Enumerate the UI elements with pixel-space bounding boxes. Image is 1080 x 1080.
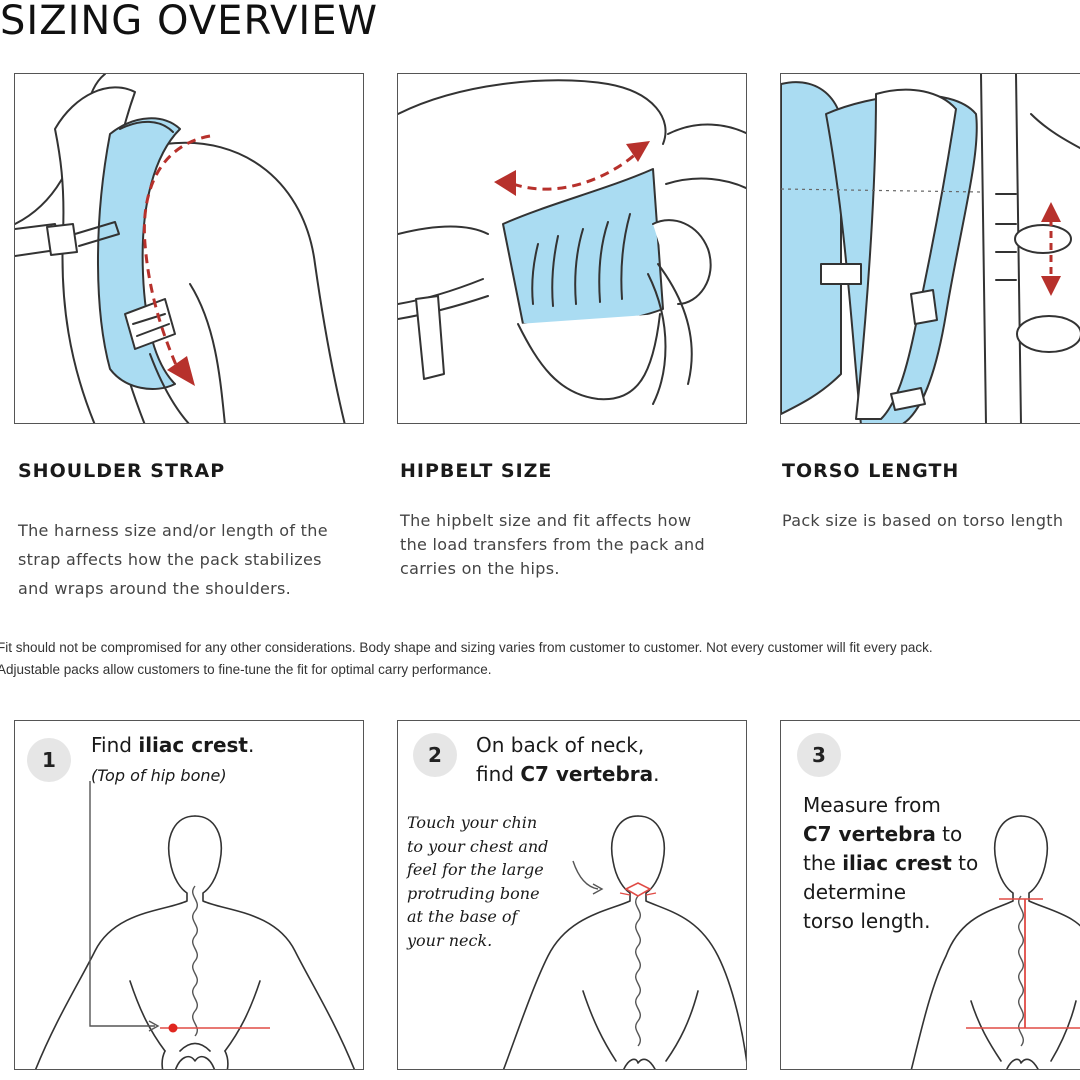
step-2-hint-line: at the base of <box>407 907 518 926</box>
fit-disclaimer: Fit should not be compromised for any ot… <box>0 637 1080 681</box>
step-3-line: torso length. <box>803 909 931 933</box>
shoulder-strap-line: The harness size and/or length of the <box>18 521 328 540</box>
hipbelt-size-line: carries on the hips. <box>400 559 560 578</box>
step-1-text-end: . <box>247 733 255 757</box>
step-2-hint-line: protruding bone <box>407 883 540 903</box>
step-3-line: determine <box>803 880 907 904</box>
step-2-text: find <box>476 762 521 786</box>
step-1-bold-term: iliac crest <box>138 733 248 757</box>
step-2-bold-term: C7 vertebra <box>520 762 654 786</box>
step-2-panel: 2 On back of neck, find C7 vertebra. Tou… <box>397 720 747 1070</box>
fit-disclaimer-line: Adjustable packs allow customers to fine… <box>0 662 492 677</box>
step-2-number-badge: 2 <box>413 733 457 777</box>
step-1-text: Find <box>91 733 139 757</box>
shoulder-strap-heading: SHOULDER STRAP <box>18 460 226 482</box>
step-2-hint-line: your neck. <box>407 930 493 950</box>
step-1-panel: 1 Find iliac crest. (Top of hip bone) <box>14 720 364 1070</box>
hipbelt-size-heading: HIPBELT SIZE <box>400 460 553 482</box>
step-3-panel: 3 Measure from C7 vertebra to the iliac … <box>780 720 1080 1070</box>
step-2-text-end: . <box>653 762 660 786</box>
step-3-text: the <box>803 851 843 875</box>
torso-length-drawing <box>781 74 1080 423</box>
page-title: SIZING OVERVIEW <box>0 0 379 44</box>
hipbelt-size-description: The hipbelt size and fit affects how the… <box>400 509 705 581</box>
hipbelt-size-line: The hipbelt size and fit affects how <box>400 511 692 530</box>
torso-length-description: Pack size is based on torso length <box>782 509 1080 533</box>
step-3-instruction: Measure from C7 vertebra to the iliac cr… <box>803 791 978 936</box>
step-3-line: Measure from <box>803 793 941 817</box>
step-3-text: to <box>951 851 979 875</box>
step-3-bold-term: C7 vertebra <box>803 822 936 846</box>
hipbelt-size-illustration <box>397 73 747 424</box>
step-2-hint-line: Touch your chin <box>407 813 538 832</box>
step-3-number-badge: 3 <box>797 733 841 777</box>
step-2-hint: Touch your chin to your chest and feel f… <box>407 811 548 952</box>
shoulder-strap-drawing <box>15 74 346 423</box>
shoulder-strap-description: The harness size and/or length of the st… <box>18 516 328 603</box>
shoulder-strap-illustration <box>14 73 364 424</box>
step-3-body-drawing <box>910 815 1080 1069</box>
step-1-subtext: (Top of hip bone) <box>91 766 227 785</box>
step-1-number-badge: 1 <box>27 738 71 782</box>
step-2-line: On back of neck, <box>476 733 645 757</box>
torso-length-heading: TORSO LENGTH <box>782 460 960 482</box>
step-1-instruction: Find iliac crest. (Top of hip bone) <box>91 731 254 790</box>
shoulder-strap-line: strap affects how the pack stabilizes <box>18 550 322 569</box>
step-2-hint-line: to your chest and <box>407 836 549 856</box>
step-3-bold-term: iliac crest <box>842 851 952 875</box>
fit-disclaimer-line: Fit should not be compromised for any ot… <box>0 640 933 655</box>
hipbelt-size-line: the load transfers from the pack and <box>400 535 705 554</box>
torso-length-line: Pack size is based on torso length <box>782 511 1064 530</box>
step-1-body-drawing <box>34 781 356 1069</box>
step-2-body-drawing <box>502 815 746 1069</box>
hipbelt-drawing <box>398 79 746 405</box>
step-2-hint-line: feel for the large <box>407 860 544 879</box>
torso-length-illustration <box>780 73 1080 424</box>
shoulder-strap-line: and wraps around the shoulders. <box>18 579 292 598</box>
step-3-text: to <box>935 822 963 846</box>
step-2-instruction: On back of neck, find C7 vertebra. <box>476 731 660 789</box>
